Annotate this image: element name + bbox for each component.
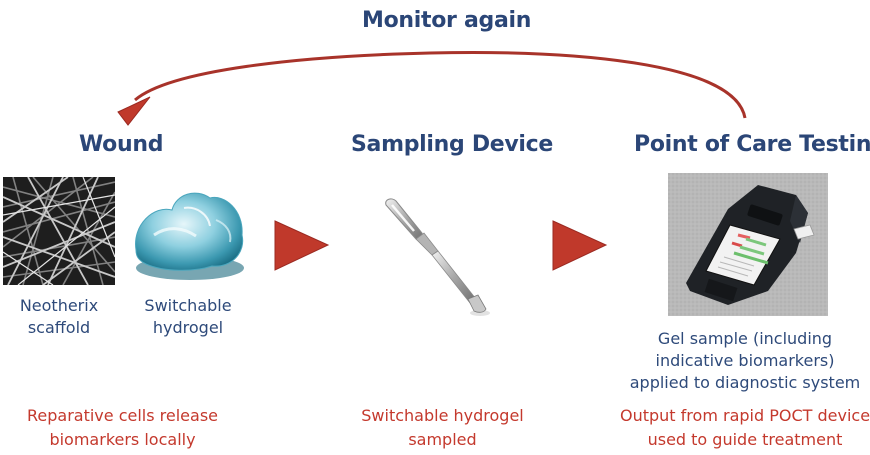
poct-device-caption: Gel sample (including indicative biomark… (620, 328, 870, 394)
stage-title-wound: Wound (79, 132, 164, 157)
note-line: biomarkers locally (49, 430, 196, 449)
note-line: Switchable hydrogel (361, 406, 524, 425)
caption-line: hydrogel (152, 318, 224, 337)
stage-title-sampling-device: Sampling Device (351, 132, 554, 157)
caption-line: scaffold (27, 318, 91, 337)
loop-arc (134, 51, 747, 119)
note-line: Output from rapid POCT device (620, 406, 870, 425)
flow-arrow-icon-2 (552, 220, 608, 271)
flow-arrow-icon-1 (274, 220, 330, 271)
loop-arrow (117, 51, 747, 126)
stage-title-point-of-care-testing: Point of Care Testing (634, 132, 870, 157)
note-line: sampled (408, 430, 477, 449)
poct-device-image (668, 173, 828, 316)
switchable-hydrogel-image (135, 192, 244, 280)
caption-line: Neotherix (19, 296, 99, 315)
caption-line: Switchable (144, 296, 232, 315)
note-line: used to guide treatment (647, 430, 843, 449)
poct-note: Output from rapid POCT device used to gu… (620, 404, 870, 452)
sampling-spatula-image (385, 198, 490, 316)
switchable-hydrogel-caption: Switchable hydrogel (128, 295, 248, 339)
caption-line: indicative biomarkers) (655, 351, 835, 370)
caption-line: applied to diagnostic system (629, 373, 861, 392)
loop-arrowhead-icon (117, 96, 151, 126)
loop-label: Monitor again (362, 8, 532, 33)
wound-note: Reparative cells release biomarkers loca… (0, 404, 245, 452)
sampling-device-note: Switchable hydrogel sampled (330, 404, 555, 452)
note-line: Reparative cells release (27, 406, 218, 425)
neotherix-scaffold-caption: Neotherix scaffold (3, 295, 115, 339)
caption-line: Gel sample (including (657, 329, 833, 348)
neotherix-scaffold-image (3, 177, 115, 285)
